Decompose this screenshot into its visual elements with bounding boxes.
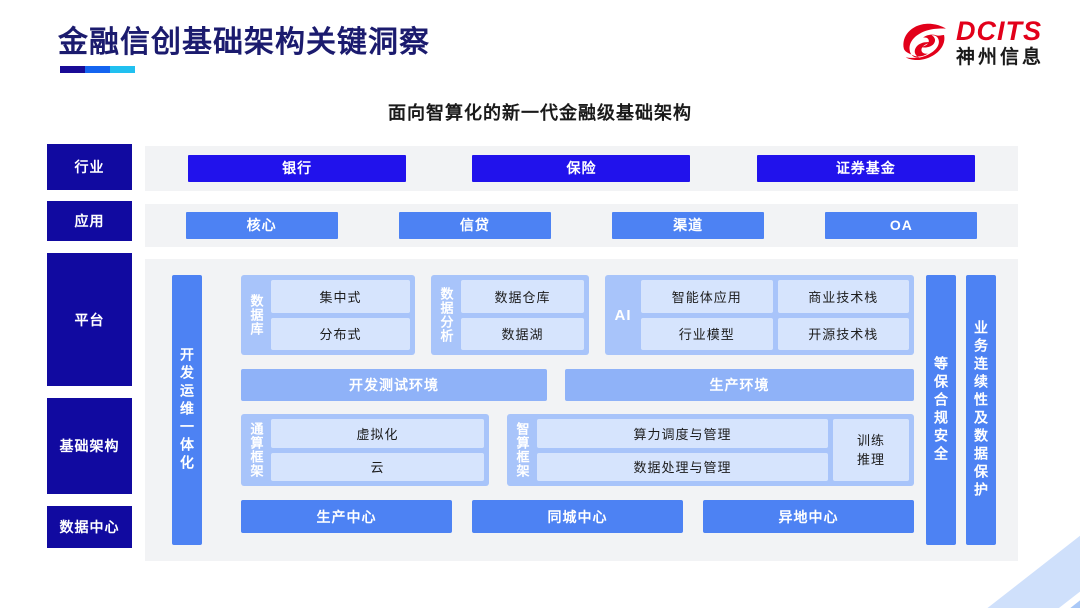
group-intelligent-compute-caption: 智算框架 bbox=[514, 422, 530, 478]
pillar-business-continuity[interactable]: 业务连续性及数据保护 bbox=[966, 275, 996, 545]
page-title: 金融信创基础架构关键洞察 bbox=[58, 26, 430, 59]
platform-inner: 数据库 集中式 分布式 数据分析 数据仓库 数据湖 AI bbox=[241, 275, 914, 545]
app-cell-channel: 渠道 bbox=[582, 212, 795, 239]
env-production[interactable]: 生产环境 bbox=[565, 369, 914, 401]
tile-industry-model[interactable]: 行业模型 bbox=[641, 317, 773, 350]
app-item-oa[interactable]: OA bbox=[825, 212, 978, 239]
accent-segment-1 bbox=[60, 66, 85, 73]
dcits-logo: DCITS 神州信息 bbox=[900, 18, 1044, 67]
group-general-compute-framework: 通算框架 虚拟化 云 bbox=[241, 414, 489, 486]
tile-opensource-tech-stack[interactable]: 开源技术栈 bbox=[777, 317, 909, 350]
center-production[interactable]: 生产中心 bbox=[241, 500, 452, 533]
slide-header: 金融信创基础架构关键洞察 DCITS 神州信息 bbox=[0, 0, 1080, 88]
group-database: 数据库 集中式 分布式 bbox=[241, 275, 415, 355]
app-item-channel[interactable]: 渠道 bbox=[612, 212, 765, 239]
title-accent-bar bbox=[60, 66, 135, 73]
industry-item-bank[interactable]: 银行 bbox=[188, 155, 407, 182]
group-ai-row-1: 智能体应用 商业技术栈 bbox=[641, 280, 909, 313]
industry-cell-insurance: 保险 bbox=[439, 155, 723, 182]
tile-cloud[interactable]: 云 bbox=[271, 452, 484, 481]
application-row: 核心 信贷 渠道 OA bbox=[145, 204, 1018, 247]
group-intelligent-compute-framework: 智算框架 算力调度与管理 数据处理与管理 训练 推理 bbox=[507, 414, 914, 486]
accent-segment-3 bbox=[110, 66, 135, 73]
tile-agent-application[interactable]: 智能体应用 bbox=[641, 280, 773, 313]
app-item-core[interactable]: 核心 bbox=[185, 212, 338, 239]
group-data-analysis-tiles: 数据仓库 数据湖 bbox=[461, 280, 584, 350]
group-ai-caption: AI bbox=[614, 306, 632, 324]
layer-label-sidebar: 行业 应用 平台 基础架构 数据中心 bbox=[47, 144, 132, 548]
tile-train-label: 训练 bbox=[856, 432, 885, 448]
tile-virtualization[interactable]: 虚拟化 bbox=[271, 419, 484, 448]
group-database-tiles: 集中式 分布式 bbox=[271, 280, 410, 350]
app-cell-credit: 信贷 bbox=[368, 212, 581, 239]
group-intelligent-compute-tiles: 算力调度与管理 数据处理与管理 bbox=[537, 419, 828, 481]
pillar-devops[interactable]: 开发运维一体化 bbox=[172, 275, 202, 545]
tile-centralized[interactable]: 集中式 bbox=[271, 280, 410, 313]
tile-commercial-tech-stack[interactable]: 商业技术栈 bbox=[777, 280, 909, 313]
tile-train-inference[interactable]: 训练 推理 bbox=[833, 419, 909, 481]
logo-wordmark: DCITS 神州信息 bbox=[955, 16, 1044, 68]
app-cell-oa: OA bbox=[795, 212, 1008, 239]
platform-row-capabilities: 数据库 集中式 分布式 数据分析 数据仓库 数据湖 AI bbox=[241, 275, 914, 355]
env-dev-test[interactable]: 开发测试环境 bbox=[241, 369, 547, 401]
group-ai-tiles: 智能体应用 商业技术栈 行业模型 开源技术栈 bbox=[641, 280, 909, 350]
group-ai: AI 智能体应用 商业技术栈 行业模型 开源技术栈 bbox=[605, 275, 914, 355]
industry-row: 银行 保险 证券基金 bbox=[145, 146, 1018, 191]
diagram-subtitle: 面向智算化的新一代金融级基础架构 bbox=[388, 103, 692, 123]
industry-cell-bank: 银行 bbox=[155, 155, 439, 182]
industry-item-insurance[interactable]: 保险 bbox=[472, 155, 691, 182]
platform-panel: 开发运维一体化 等保合规安全 业务连续性及数据保护 数据库 集中式 分布式 数据… bbox=[145, 259, 1018, 561]
platform-row-environments: 开发测试环境 生产环境 bbox=[241, 369, 914, 401]
stripe-4 bbox=[720, 594, 1080, 608]
dcits-swirl-icon bbox=[903, 23, 947, 60]
sidebar-item-application[interactable]: 应用 bbox=[47, 201, 132, 241]
group-general-compute-caption: 通算框架 bbox=[248, 422, 264, 478]
group-ai-row-2: 行业模型 开源技术栈 bbox=[641, 317, 909, 350]
center-same-city[interactable]: 同城中心 bbox=[472, 500, 683, 533]
industry-cell-securities: 证券基金 bbox=[724, 155, 1008, 182]
app-item-credit[interactable]: 信贷 bbox=[398, 212, 551, 239]
pillar-security-compliance[interactable]: 等保合规安全 bbox=[926, 275, 956, 545]
tile-data-lake[interactable]: 数据湖 bbox=[461, 317, 584, 350]
tile-data-warehouse[interactable]: 数据仓库 bbox=[461, 280, 584, 313]
platform-row-datacenters: 生产中心 同城中心 异地中心 bbox=[241, 500, 914, 533]
accent-segment-2 bbox=[85, 66, 110, 73]
tile-compute-scheduling[interactable]: 算力调度与管理 bbox=[537, 419, 828, 448]
group-database-caption: 数据库 bbox=[248, 294, 264, 336]
sidebar-item-platform[interactable]: 平台 bbox=[47, 253, 132, 386]
platform-row-frameworks: 通算框架 虚拟化 云 智算框架 算力调度与管理 数据处理与管理 训练 推理 bbox=[241, 414, 914, 486]
tile-distributed[interactable]: 分布式 bbox=[271, 317, 410, 350]
group-data-analysis: 数据分析 数据仓库 数据湖 bbox=[431, 275, 589, 355]
logo-cn-text: 神州信息 bbox=[955, 47, 1044, 68]
group-data-analysis-caption: 数据分析 bbox=[438, 287, 454, 343]
center-remote[interactable]: 异地中心 bbox=[703, 500, 914, 533]
tile-inference-label: 推理 bbox=[856, 452, 885, 467]
industry-item-securities-fund[interactable]: 证券基金 bbox=[756, 155, 975, 182]
app-cell-core: 核心 bbox=[155, 212, 368, 239]
sidebar-item-datacenter[interactable]: 数据中心 bbox=[47, 506, 132, 548]
sidebar-item-infrastructure[interactable]: 基础架构 bbox=[47, 398, 132, 494]
logo-en-text: DCITS bbox=[955, 16, 1042, 46]
sidebar-item-industry[interactable]: 行业 bbox=[47, 144, 132, 190]
tile-data-processing[interactable]: 数据处理与管理 bbox=[537, 452, 828, 481]
group-general-compute-tiles: 虚拟化 云 bbox=[271, 419, 484, 481]
